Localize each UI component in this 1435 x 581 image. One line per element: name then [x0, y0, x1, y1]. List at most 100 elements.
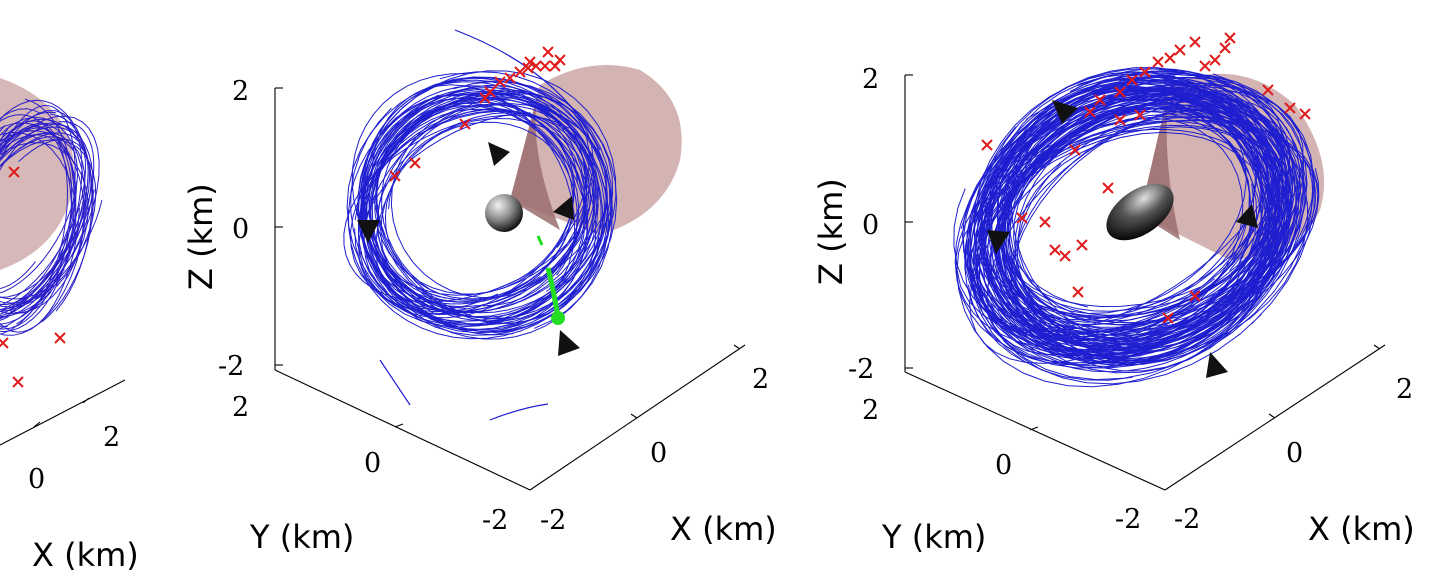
highlight-trajectory: [536, 235, 544, 246]
trajectory-line: [956, 119, 1319, 342]
x-tick-label: 2: [103, 422, 120, 453]
y-tick-label: -2: [1115, 504, 1141, 535]
central-body: [485, 194, 523, 232]
impact-marker: [1126, 74, 1138, 86]
trajectory-line: [997, 93, 1287, 307]
trajectory-line: [0, 122, 94, 312]
trajectory-line: [358, 111, 585, 325]
direction-arrow: [1052, 100, 1078, 124]
trajectory-line: [365, 92, 612, 331]
trajectory-line: [986, 116, 1317, 333]
panel-middle: 2 0 -2 2 0 -2 -2 0 2 Z (km) Y (km) X (km…: [182, 29, 777, 556]
panel-right: 2 0 -2 2 0 -2 -2 0 2 Z (km) Y (km) X (km…: [812, 32, 1415, 556]
impact-marker: [0, 337, 9, 349]
trajectory-line: [454, 29, 601, 151]
impact-marker: [514, 66, 526, 78]
x-tick: [1373, 344, 1381, 350]
z-axis-label: Z (km): [182, 183, 220, 290]
x-axis-line: [529, 344, 746, 491]
y-axis-label: Y (km): [881, 518, 986, 556]
impact-marker: [54, 332, 66, 344]
impact-marker: [1072, 286, 1084, 298]
trajectory-group: [343, 29, 618, 421]
impact-marker: [1224, 32, 1236, 44]
trajectory-line: [997, 78, 1263, 348]
direction-arrow: [987, 230, 1010, 254]
impact-marker: [1284, 102, 1296, 114]
trajectory-line: [975, 85, 1301, 359]
trajectory-line: [0, 121, 95, 315]
direction-arrow: [488, 142, 510, 166]
impact-marker: [459, 118, 471, 130]
trajectory-line: [977, 98, 1280, 318]
trajectory-line: [973, 67, 1281, 360]
impact-marker: [1219, 42, 1231, 54]
x-tick-label: 0: [650, 438, 667, 469]
impact-markers: [0, 166, 66, 388]
direction-arrow: [553, 196, 574, 220]
trajectory-line: [377, 104, 597, 313]
impact-markers: [389, 46, 566, 182]
impact-marker: [981, 139, 993, 151]
impact-marker: [8, 166, 20, 178]
impact-marker: [1189, 36, 1201, 48]
impact-marker: [1299, 108, 1311, 120]
trajectory-line: [0, 125, 89, 325]
trajectory-line: [976, 72, 1316, 385]
trajectory-line: [998, 113, 1287, 308]
impact-marker: [1152, 56, 1164, 68]
impact-marker: [1189, 290, 1201, 302]
impact-marker: [1049, 244, 1061, 256]
x-tick: [1268, 413, 1276, 419]
impact-marker: [409, 157, 421, 169]
trajectory-line: [0, 131, 77, 308]
trajectory-line: [1068, 68, 1284, 357]
impact-markers: [981, 32, 1311, 324]
z-tick-label: 0: [232, 214, 249, 245]
direction-arrow: [558, 330, 580, 356]
trajectory-line: [0, 115, 100, 330]
highlight-endpoint: [551, 311, 565, 325]
trajectory-line: [0, 139, 97, 318]
trajectory-line: [0, 136, 86, 312]
trajectory-line: [0, 113, 87, 306]
impact-marker: [524, 56, 536, 68]
y-tick-label: 2: [232, 392, 249, 423]
trajectory-line: [1003, 93, 1273, 336]
impact-marker: [504, 72, 516, 84]
impact-marker: [542, 46, 554, 58]
trajectory-line: [1000, 93, 1288, 366]
z-tick-label: 2: [232, 76, 249, 107]
trajectory-line: [381, 105, 580, 307]
x-tick: [630, 413, 638, 419]
x-axis-label: X (km): [32, 536, 139, 574]
trajectory-line: [0, 126, 73, 306]
x-axis-label: X (km): [1308, 510, 1415, 548]
trajectory-line: [379, 359, 411, 406]
trajectory-line: [357, 70, 617, 327]
x-tick-0: [33, 421, 41, 428]
trajectory-line: [360, 97, 599, 326]
impact-marker: [1134, 109, 1146, 121]
y-tick-label: -2: [482, 505, 508, 536]
trajectory-line: [361, 109, 588, 313]
impact-marker: [1084, 106, 1096, 118]
trajectory-line: [0, 114, 72, 328]
trajectory-line: [0, 104, 76, 227]
trajectory-line: [361, 84, 586, 313]
trajectory-group: [953, 67, 1320, 388]
impact-marker: [1102, 182, 1114, 194]
trajectory-line: [1010, 109, 1242, 354]
x-tick-label: -2: [540, 505, 566, 536]
trajectory-line: [0, 123, 65, 321]
y-axis-label: Y (km): [249, 518, 354, 556]
trajectory-line: [974, 129, 1273, 312]
x-tick-label: 2: [1396, 374, 1413, 405]
y-axis-line: [904, 371, 1166, 491]
direction-arrow: [1236, 204, 1258, 228]
impact-marker: [1076, 239, 1088, 251]
trajectory-line: [0, 126, 91, 298]
trajectory-line: [0, 122, 85, 315]
impact-marker: [539, 60, 551, 72]
